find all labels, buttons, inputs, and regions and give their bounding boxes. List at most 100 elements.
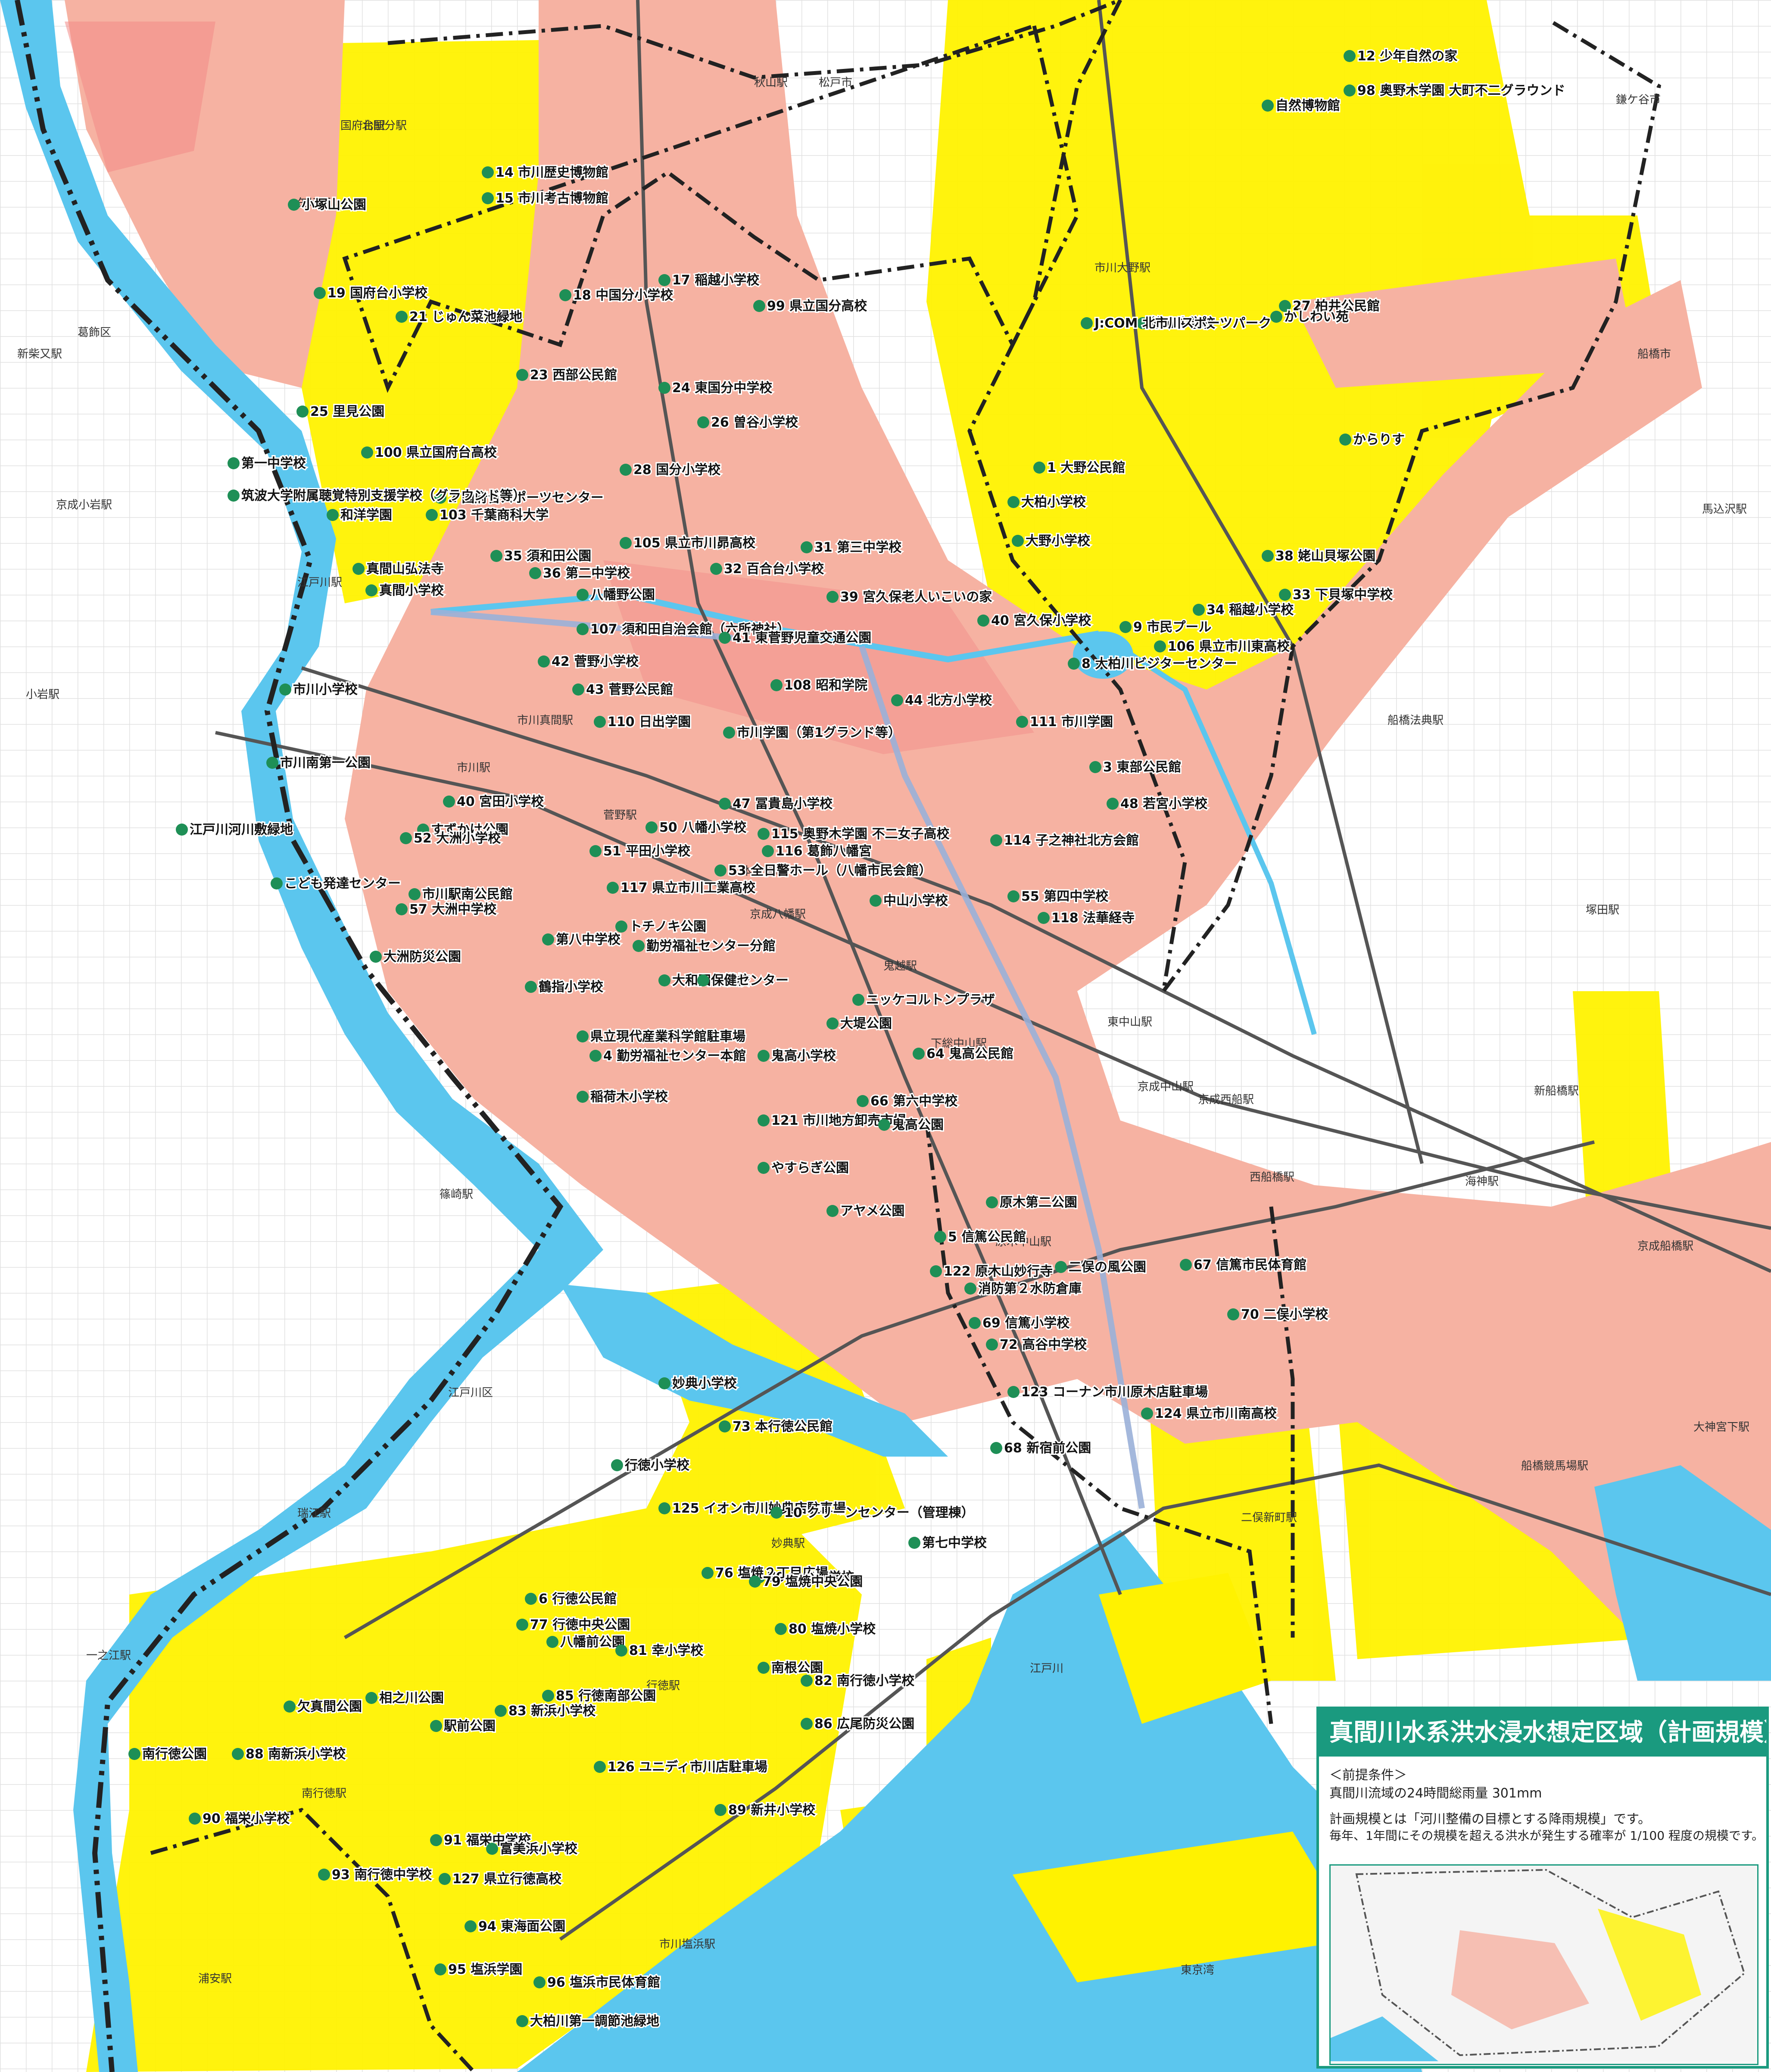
facility-marker[interactable]: 88 南新浜小学校 [232, 1745, 347, 1763]
facility-marker[interactable]: 110 日出学園 [594, 713, 692, 731]
facility-marker[interactable]: 24 東国分中学校 [658, 379, 773, 397]
facility-marker[interactable]: 6 行徳公民館 [525, 1590, 618, 1608]
facility-marker[interactable]: 67 信篤市民体育館 [1180, 1256, 1308, 1274]
facility-marker[interactable]: やすらぎ公園 [758, 1159, 850, 1177]
facility-marker[interactable]: 第五中学校 [1137, 315, 1216, 332]
facility-marker[interactable]: かしわい苑 [1270, 308, 1350, 326]
facility-marker[interactable]: 40 宮久保小学校 [977, 612, 1092, 630]
facility-marker[interactable]: 鬼高小学校 [758, 1047, 837, 1065]
facility-marker[interactable]: 103 千葉商科大学 [426, 506, 550, 524]
facility-marker[interactable]: 大野小学校 [1012, 532, 1091, 550]
facility-marker[interactable]: 鶴指小学校 [525, 978, 605, 996]
facility-marker[interactable]: 114 子之神社北方会館 [990, 832, 1140, 849]
facility-marker[interactable]: J:COM 北市川スポーツパーク [1081, 315, 1272, 332]
facility-marker[interactable]: 98 奥野木学園 大町不二グラウンド [1344, 82, 1567, 100]
facility-marker[interactable]: 69 信篤小学校 [969, 1314, 1071, 1332]
facility-marker[interactable]: 93 南行徳中学校 [318, 1866, 433, 1884]
facility-marker[interactable]: 15 市川考古博物館 [482, 190, 610, 207]
facility-marker[interactable]: 1 大野公民館 [1033, 459, 1126, 477]
facility-marker[interactable]: 大和田小学校 [658, 972, 751, 989]
facility-marker[interactable]: 23 西部公民館 [516, 366, 618, 384]
facility-marker[interactable]: 大柏小学校 [1007, 493, 1087, 511]
facility-marker[interactable]: 26 曽谷小学校 [697, 414, 799, 431]
facility-marker[interactable]: 八幡前公園 [546, 1633, 626, 1651]
facility-marker[interactable]: 10 クリーンセンター（管理棟） [770, 1504, 976, 1522]
facility-marker[interactable]: 32 百合台小学校 [710, 560, 825, 578]
facility-marker[interactable]: 33 下貝塚中学校 [1279, 586, 1394, 604]
facility-marker[interactable]: 35 須和田公園 [490, 547, 592, 565]
facility-marker[interactable]: 100 県立国府台高校 [361, 444, 498, 462]
facility-marker[interactable]: 64 鬼高公民館 [913, 1045, 1015, 1063]
facility-marker[interactable]: 28 国分小学校 [620, 461, 722, 479]
facility-marker[interactable]: 83 新浜小学校 [495, 1702, 597, 1720]
facility-marker[interactable]: 123 コーナン市川原木店駐車場 [1007, 1383, 1209, 1401]
facility-marker[interactable]: 小塚山公園 [288, 196, 368, 214]
facility-marker[interactable]: 108 昭和学院 [770, 677, 869, 694]
facility-marker[interactable]: 39 宮久保老人いこいの家 [826, 588, 993, 606]
facility-marker[interactable]: 中山小学校 [870, 892, 949, 910]
facility-marker[interactable]: 99 県立国分高校 [753, 297, 868, 315]
facility-marker[interactable]: 真間山弘法寺 [352, 560, 445, 578]
facility-marker[interactable]: 稲荷木小学校 [577, 1088, 669, 1106]
facility-marker[interactable]: 68 新宿前公園 [990, 1439, 1092, 1457]
facility-marker[interactable]: すずかけ公園 [417, 821, 510, 839]
facility-marker[interactable]: 大柏川第一調節池緑地 [516, 2013, 661, 2030]
facility-marker[interactable]: 52 大洲小学校 [400, 830, 502, 847]
facility-marker[interactable]: アヤメ公園 [826, 1202, 906, 1220]
facility-marker[interactable]: 94 東海面公園 [465, 1918, 567, 1935]
facility-marker[interactable]: 43 菅野公民館 [572, 681, 674, 699]
facility-marker[interactable]: 消防第２水防倉庫 [964, 1280, 1083, 1298]
facility-marker[interactable]: 市川小学校 [279, 681, 359, 699]
facility-marker[interactable]: 79 塩焼中央公園 [749, 1573, 864, 1591]
facility-marker[interactable]: 42 菅野小学校 [538, 653, 640, 671]
facility-marker[interactable]: 富美浜小学校 [486, 1840, 579, 1858]
facility-marker[interactable]: 3 東部公民館 [1089, 758, 1182, 776]
facility-marker[interactable]: 34 稲越小学校 [1193, 601, 1295, 619]
facility-marker[interactable]: 欠真間公園 [284, 1698, 363, 1716]
facility-marker[interactable]: 自然博物館 [1262, 97, 1341, 115]
facility-marker[interactable]: 12 少年自然の家 [1344, 47, 1459, 65]
facility-marker[interactable]: 118 法華経寺 [1038, 909, 1136, 927]
facility-marker[interactable]: 72 高谷中学校 [986, 1336, 1088, 1354]
facility-marker[interactable]: 4 勤労福祉センター本館 [589, 1047, 747, 1065]
facility-marker[interactable]: 行徳小学校 [611, 1457, 691, 1474]
facility-marker[interactable]: 保健センター [697, 972, 790, 989]
facility-marker[interactable]: ニッケコルトンプラザ [852, 991, 996, 1009]
facility-marker[interactable]: 50 八幡小学校 [645, 819, 748, 836]
facility-marker[interactable]: 江戸川河川敷緑地 [176, 821, 294, 839]
facility-marker[interactable]: 筑波大学附属聴覚特別支援学校（グラウンド等） [228, 487, 527, 505]
facility-marker[interactable]: 市川南第一公園 [266, 754, 372, 772]
facility-marker[interactable]: 南行徳公園 [128, 1745, 208, 1763]
facility-marker[interactable]: 82 南行徳小学校 [801, 1672, 916, 1690]
facility-marker[interactable]: こども発達センター [271, 875, 402, 892]
facility-marker[interactable]: 8 大柏川ビジターセンター [1068, 655, 1238, 673]
facility-marker[interactable]: 38 姥山貝塚公園 [1262, 547, 1377, 565]
facility-marker[interactable]: 勤労福祉センター分館 [633, 937, 777, 955]
facility-marker[interactable]: 81 幸小学校 [615, 1642, 705, 1660]
facility-marker[interactable]: 86 広尾防災公園 [801, 1715, 916, 1733]
facility-marker[interactable]: 真間小学校 [365, 582, 445, 599]
facility-marker[interactable]: 2 国府台スポーツセンター [434, 489, 605, 507]
facility-marker[interactable]: 二俣の風公園 [1055, 1258, 1147, 1276]
facility-marker[interactable]: 90 福栄小学校 [189, 1810, 291, 1828]
facility-marker[interactable]: 116 葛飾八幡宮 [762, 843, 873, 860]
facility-marker[interactable]: 124 県立市川南高校 [1141, 1405, 1278, 1423]
facility-marker[interactable]: 105 県立市川昴高校 [620, 534, 757, 552]
facility-marker[interactable]: 95 塩浜学園 [434, 1961, 524, 1978]
facility-marker[interactable]: 96 塩浜市民体育館 [533, 1974, 661, 1991]
facility-marker[interactable]: 117 県立市川工業高校 [607, 879, 757, 897]
facility-marker[interactable]: 115 奥野木学園 不二女子高校 [758, 825, 951, 843]
facility-marker[interactable]: 44 北方小学校 [891, 692, 993, 709]
facility-marker[interactable]: 77 行徳中央公園 [516, 1616, 631, 1634]
facility-marker[interactable]: 27 柏井公民館 [1279, 297, 1381, 315]
facility-marker[interactable]: 原木第二公園 [986, 1194, 1079, 1211]
facility-marker[interactable]: 第七中学校 [908, 1534, 988, 1552]
facility-marker[interactable]: 南根公園 [758, 1659, 824, 1677]
facility-marker[interactable]: 80 塩焼小学校 [775, 1620, 877, 1638]
facility-marker[interactable]: 駅前公園 [430, 1717, 497, 1735]
facility-marker[interactable]: 第一中学校 [228, 455, 307, 472]
facility-marker[interactable]: 市川学園（第1グランド等） [723, 724, 902, 742]
facility-marker[interactable]: 21 じゅん菜池緑地 [396, 308, 524, 326]
facility-marker[interactable]: 57 大洲中学校 [396, 901, 498, 918]
facility-marker[interactable]: 18 中国分小学校 [559, 287, 674, 304]
